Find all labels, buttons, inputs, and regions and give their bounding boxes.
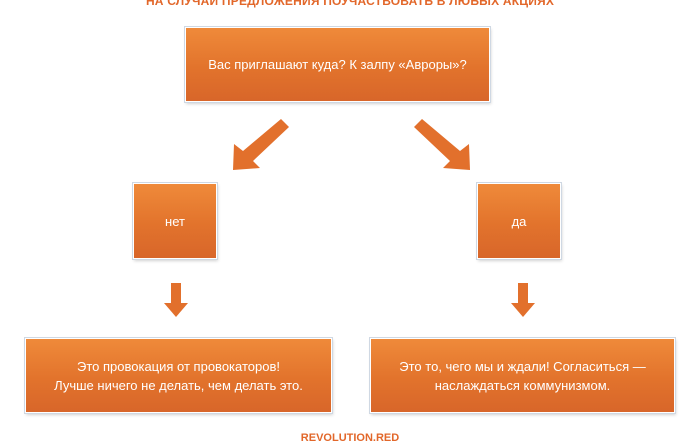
- yes-box: да: [477, 183, 561, 259]
- yes-outcome-box: Это то, чего мы и ждали! Согласиться — н…: [370, 338, 675, 413]
- yes-outcome-line-1: Это то, чего мы и ждали! Согласиться —: [399, 358, 646, 374]
- arrow-to-no-shape: [233, 119, 289, 170]
- no-outcome-line-2: Лучше ничего не делать, чем делать это.: [54, 377, 303, 393]
- question-box: Вас приглашают куда? К залпу «Авроры»?: [185, 27, 490, 102]
- arrow-no-to-outcome-shape: [164, 283, 188, 317]
- yes-label: да: [511, 213, 527, 229]
- no-box: нет: [133, 183, 217, 259]
- no-outcome-box: Это провокация от провокаторов! Лучше ни…: [25, 338, 332, 413]
- yes-outcome-line-2: наслаждаться коммунизмом.: [434, 377, 611, 393]
- arrow-yes-to-outcome-shape: [511, 283, 535, 317]
- no-label: нет: [165, 213, 185, 229]
- footer-watermark: REVOLUTION.RED: [300, 432, 400, 444]
- no-outcome-line-1: Это провокация от провокаторов!: [77, 358, 280, 374]
- diagram-title: НА СЛУЧАЙ ПРЕДЛОЖЕНИЯ ПОУЧАСТВОВАТЬ В ЛЮ…: [145, 0, 555, 8]
- arrow-no-to-outcome: [164, 283, 188, 317]
- question-text: Вас приглашают куда? К залпу «Авроры»?: [208, 57, 467, 72]
- arrow-yes-to-outcome: [511, 283, 535, 317]
- arrow-to-no: [233, 119, 289, 170]
- arrow-to-yes-shape: [414, 119, 470, 170]
- arrow-to-yes: [414, 119, 470, 170]
